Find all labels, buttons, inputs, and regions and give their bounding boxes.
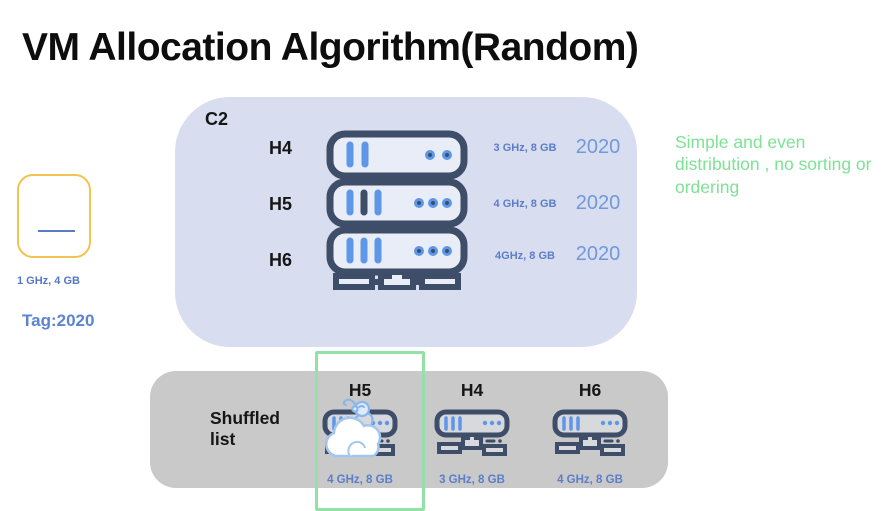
vm-spec: 1 GHz, 4 GB [17, 275, 80, 287]
note-text: Simple and even distribution , no sortin… [675, 132, 872, 197]
host-name: H6 [578, 380, 602, 400]
page-title: VM Allocation Algorithm(Random) [22, 26, 639, 69]
shuffled-list-label: Shuffled list [210, 408, 280, 450]
server-network-icon [552, 409, 628, 456]
host-spec: 3 GHz, 8 GB [493, 142, 557, 154]
host-tag: 2020 [575, 192, 621, 214]
host-spec: 4 GHz, 8 GB [327, 474, 393, 486]
shuffled-host-h6: H6 4 GHz, 8 GB [535, 380, 645, 486]
vm-name-line [38, 230, 75, 232]
host-spec: 4 GHz, 8 GB [557, 474, 623, 486]
cluster-label: C2 [205, 109, 229, 129]
host-name: H4 [460, 380, 484, 400]
host-name: H5 [348, 380, 372, 400]
server-network-icon [434, 409, 510, 456]
host-tag: 2020 [575, 243, 621, 265]
host-tag: 2020 [575, 136, 621, 158]
host-spec: 4GHz, 8 GB [495, 250, 555, 262]
vm-box [17, 174, 91, 258]
vm-tag: Tag:2020 [22, 311, 95, 330]
host-spec: 3 GHz, 8 GB [439, 474, 505, 486]
shuffled-host-h4: H4 3 GHz, 8 GB [417, 380, 527, 486]
server-rack-stack-icon [326, 130, 468, 290]
shuffled-host-h5: H5 4 GHz, 8 GB [305, 380, 415, 486]
host-name: H5 [269, 194, 293, 214]
selection-highlight [315, 351, 425, 511]
host-name: H6 [269, 250, 293, 270]
cluster-c2-box: C2 H4 3 GHz, 8 GB 2020 H5 4 GHz, 8 GB 20… [175, 97, 637, 347]
cloud-monkey-icon [325, 398, 382, 458]
host-spec: 4 GHz, 8 GB [493, 198, 557, 210]
host-name: H4 [269, 138, 293, 158]
shuffled-list-box: Shuffled list H5 4 GHz, 8 GB [150, 371, 668, 488]
